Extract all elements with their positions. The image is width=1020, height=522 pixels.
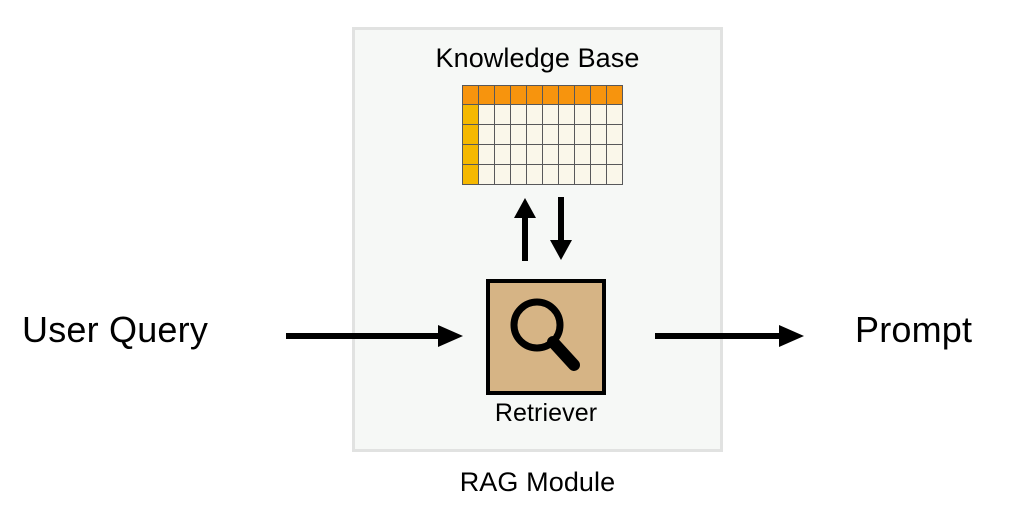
table-cell — [574, 104, 591, 125]
table-cell — [478, 164, 495, 185]
table-cell — [494, 164, 511, 185]
table-cell — [542, 144, 559, 165]
table-cell — [606, 144, 623, 165]
knowledge-base-table — [462, 85, 623, 185]
magnifier-icon — [510, 298, 580, 371]
table-cell — [574, 85, 591, 105]
arrow-retriever-to-knowledge-base-icon — [514, 198, 536, 261]
table-row — [462, 104, 623, 125]
arrow-user-query-to-retriever-icon — [286, 325, 463, 347]
table-cell — [606, 85, 623, 105]
table-cell — [606, 124, 623, 145]
table-cell — [558, 104, 575, 125]
table-cell — [590, 164, 607, 185]
table-cell — [462, 85, 479, 105]
table-cell — [558, 124, 575, 145]
table-cell — [526, 124, 543, 145]
table-cell — [606, 104, 623, 125]
table-cell — [526, 144, 543, 165]
table-cell — [510, 124, 527, 145]
table-cell — [510, 164, 527, 185]
table-cell — [606, 164, 623, 185]
table-row — [462, 164, 623, 185]
table-cell — [574, 164, 591, 185]
table-cell — [510, 104, 527, 125]
table-cell — [478, 124, 495, 145]
table-cell — [510, 144, 527, 165]
table-cell — [542, 124, 559, 145]
retriever-box — [486, 279, 606, 395]
table-cell — [526, 164, 543, 185]
table-cell — [558, 144, 575, 165]
table-cell — [590, 85, 607, 105]
table-cell — [574, 124, 591, 145]
table-cell — [462, 164, 479, 185]
table-cell — [542, 85, 559, 105]
table-cell — [462, 144, 479, 165]
table-cell — [590, 104, 607, 125]
rag-module-label: RAG Module — [459, 467, 616, 497]
prompt-label: Prompt — [855, 309, 973, 350]
table-cell — [558, 164, 575, 185]
table-cell — [494, 85, 511, 105]
table-row — [462, 85, 623, 105]
table-cell — [526, 104, 543, 125]
knowledge-base-title: Knowledge Base — [435, 43, 640, 73]
table-cell — [542, 164, 559, 185]
table-cell — [510, 85, 527, 105]
table-cell — [526, 85, 543, 105]
table-cell — [558, 85, 575, 105]
table-cell — [462, 124, 479, 145]
table-cell — [478, 104, 495, 125]
table-cell — [462, 104, 479, 125]
table-row — [462, 124, 623, 145]
arrow-retriever-to-prompt-icon — [655, 325, 804, 347]
table-cell — [590, 124, 607, 145]
table-cell — [478, 85, 495, 105]
table-cell — [494, 124, 511, 145]
retriever-label: Retriever — [494, 399, 598, 427]
table-cell — [542, 104, 559, 125]
table-cell — [494, 104, 511, 125]
table-cell — [494, 144, 511, 165]
knowledge-base-table-body — [462, 85, 623, 185]
table-row — [462, 144, 623, 165]
arrow-knowledge-base-to-retriever-icon — [550, 197, 572, 260]
table-cell — [590, 144, 607, 165]
user-query-label: User Query — [22, 309, 209, 350]
table-cell — [574, 144, 591, 165]
table-cell — [478, 144, 495, 165]
